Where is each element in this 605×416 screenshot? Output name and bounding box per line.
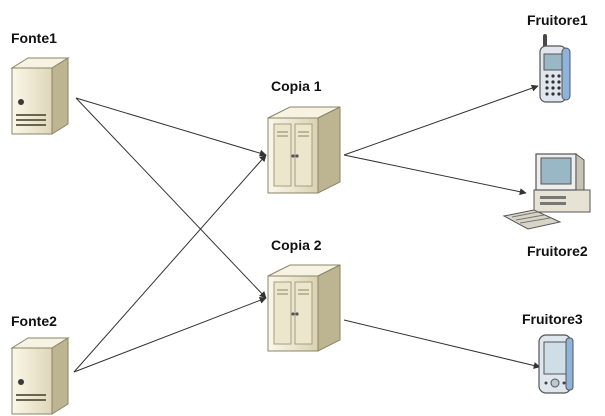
fruitore2-label: Fruitore2: [527, 243, 588, 259]
replica-server-icon: [267, 106, 341, 194]
fonte1-label: Fonte1: [11, 30, 57, 46]
copia2-node[interactable]: [264, 262, 344, 354]
edge-fonte1-copia1: [75, 97, 267, 157]
fonte2-node[interactable]: [8, 336, 72, 416]
fruitore3-node[interactable]: [536, 332, 576, 398]
fruitore3-label: Fruitore3: [522, 311, 583, 327]
edge-fonte1-copia2: [75, 97, 267, 299]
replica-server-icon: [267, 264, 341, 352]
edge-fonte2-copia2: [73, 296, 267, 373]
fonte2-label: Fonte2: [11, 313, 57, 329]
copia1-node[interactable]: [264, 104, 344, 196]
fruitore1-node[interactable]: [534, 32, 576, 104]
pda-icon: [538, 334, 574, 394]
edge-fonte2-copia1: [73, 154, 267, 373]
desktop-computer-icon: [502, 153, 591, 230]
fruitore2-node[interactable]: [500, 150, 598, 232]
mobile-phone-icon: [539, 34, 571, 103]
copia2-label: Copia 2: [271, 237, 322, 253]
fruitore1-label: Fruitore1: [527, 12, 588, 28]
fonte1-node[interactable]: [8, 56, 72, 136]
tower-server-icon: [10, 57, 70, 135]
copia1-label: Copia 1: [271, 78, 322, 94]
tower-server-icon: [10, 337, 70, 415]
edge-copia1-fruitore2: [343, 154, 527, 196]
edge-copia2-fruitore3: [343, 319, 541, 369]
edge-copia1-fruitore1: [343, 84, 539, 156]
